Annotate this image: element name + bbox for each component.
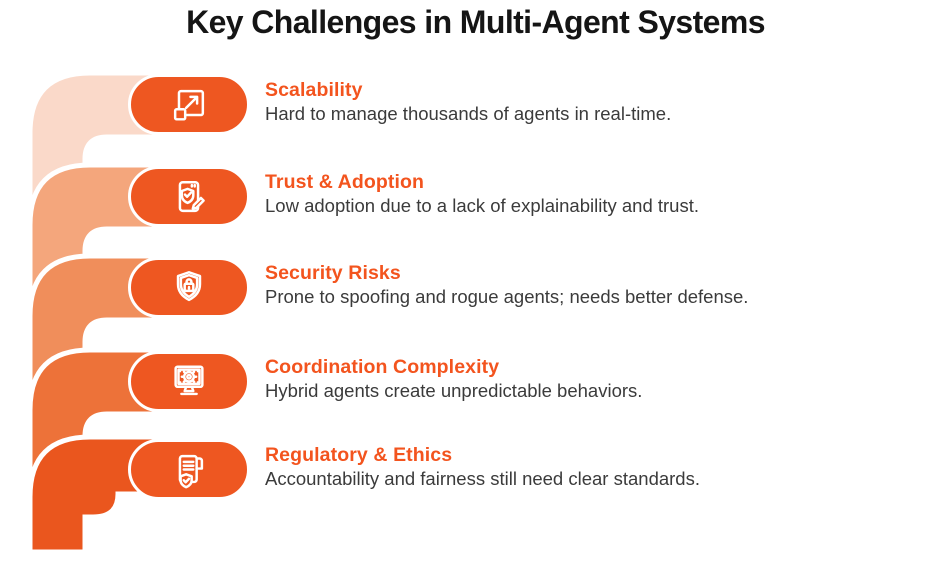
list-item-coordination-complexity: Coordination Complexity Hybrid agents cr…	[265, 356, 885, 402]
item-description: Accountability and fairness still need c…	[265, 468, 700, 489]
pill-regulatory-ethics	[128, 439, 250, 500]
pill-scalability	[128, 74, 250, 135]
item-heading: Regulatory & Ethics	[265, 444, 453, 466]
monitor-gear-icon	[174, 364, 204, 395]
expand-icon	[173, 89, 205, 121]
list-item-regulatory-ethics: Regulatory & Ethics Accountability and f…	[265, 444, 885, 490]
list-item-trust-adoption: Trust & Adoption Low adoption due to a l…	[265, 171, 885, 217]
item-heading: Coordination Complexity	[265, 356, 500, 378]
scroll-shield-check-icon	[178, 454, 204, 488]
item-heading: Trust & Adoption	[265, 171, 425, 193]
pill-trust-adoption	[128, 166, 250, 227]
item-heading: Security Risks	[265, 262, 401, 284]
pill-coordination-complexity	[128, 351, 250, 412]
shield-lock-icon	[176, 270, 202, 301]
list-item-security-risks: Security Risks Prone to spoofing and rog…	[265, 262, 885, 308]
item-heading: Scalability	[265, 79, 363, 101]
item-description: Hybrid agents create unpredictable behav…	[265, 380, 643, 401]
list-item-scalability: Scalability Hard to manage thousands of …	[265, 79, 885, 125]
document-shield-pencil-icon	[178, 180, 205, 212]
item-description: Prone to spoofing and rogue agents; need…	[265, 286, 749, 307]
item-description: Hard to manage thousands of agents in re…	[265, 103, 672, 124]
page-title: Key Challenges in Multi-Agent Systems	[186, 4, 765, 40]
item-description: Low adoption due to a lack of explainabi…	[265, 195, 700, 216]
pill-security-risks	[128, 257, 250, 318]
